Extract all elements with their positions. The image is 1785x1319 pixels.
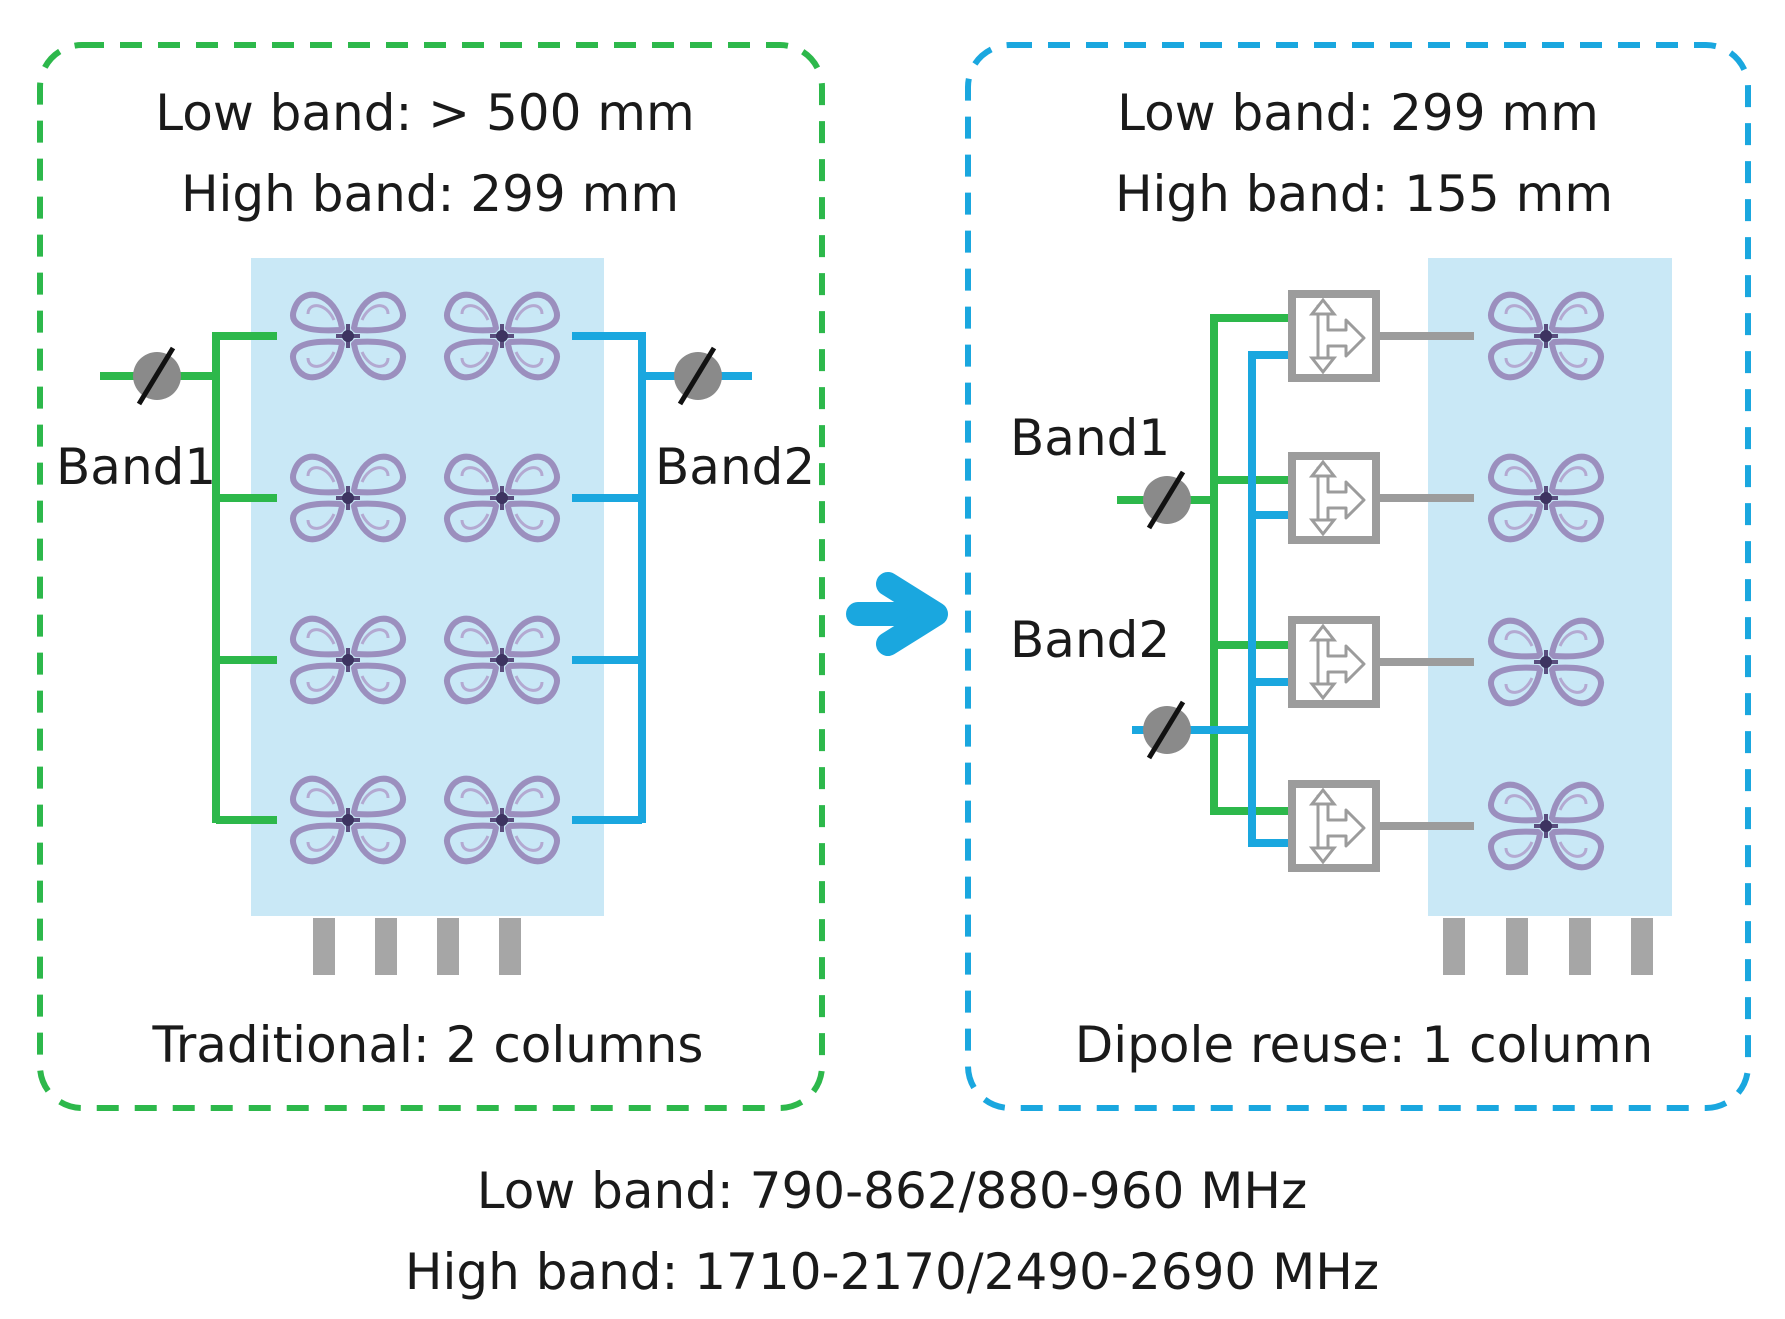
dipole-reuse-band2-label: Band2 (1010, 611, 1170, 669)
traditional-high-band-size: High band: 299 mm (181, 165, 679, 223)
traditional-caption: Traditional: 2 columns (152, 1016, 704, 1074)
dipole-reuse-band1-feed (1117, 314, 1300, 815)
traditional-antenna-panel (251, 258, 604, 916)
dipole-reuse-band2-phase-shifter-icon (1143, 702, 1191, 758)
traditional-band1-label: Band1 (56, 438, 216, 496)
dipole-reuse-low-band-size: Low band: 299 mm (1117, 84, 1599, 142)
traditional-band1-phase-shifter-icon (133, 348, 181, 404)
dipole-reuse-high-band-size: High band: 155 mm (1115, 165, 1613, 223)
combiner-icon (1292, 620, 1376, 704)
traditional-panel-border (37, 42, 825, 1111)
combiner-icon (1292, 784, 1376, 868)
traditional-band1-feed (100, 332, 277, 824)
right-arrow-icon (846, 572, 948, 656)
footer-high-band-frequency: High band: 1710-2170/2490-2690 MHz (405, 1243, 1379, 1301)
dipole-reuse-antenna-panel (1428, 258, 1672, 916)
dipole-reuse-dipole-links (1376, 332, 1474, 830)
dipole-reuse-caption: Dipole reuse: 1 column (1075, 1016, 1654, 1074)
traditional-band2-phase-shifter-icon (674, 348, 722, 404)
combiner-icon (1292, 456, 1376, 540)
dipole-reuse-panel: Low band: 299 mm High band: 155 mm (965, 42, 1751, 1111)
traditional-low-band-size: Low band: > 500 mm (155, 84, 694, 142)
dipole-reuse-panel-border (965, 42, 1751, 1111)
dipole-reuse-band1-label: Band1 (1010, 409, 1170, 467)
traditional-panel: Low band: > 500 mm High band: 299 mm (37, 42, 825, 1111)
dipole-reuse-connectors (1443, 918, 1653, 975)
combiner-icon (1292, 294, 1376, 378)
footer-low-band-frequency: Low band: 790-862/880-960 MHz (477, 1162, 1307, 1220)
traditional-connectors (313, 918, 521, 975)
traditional-band2-feed (572, 332, 752, 824)
dipole-reuse-band1-phase-shifter-icon (1143, 472, 1191, 528)
traditional-band2-label: Band2 (655, 438, 815, 496)
